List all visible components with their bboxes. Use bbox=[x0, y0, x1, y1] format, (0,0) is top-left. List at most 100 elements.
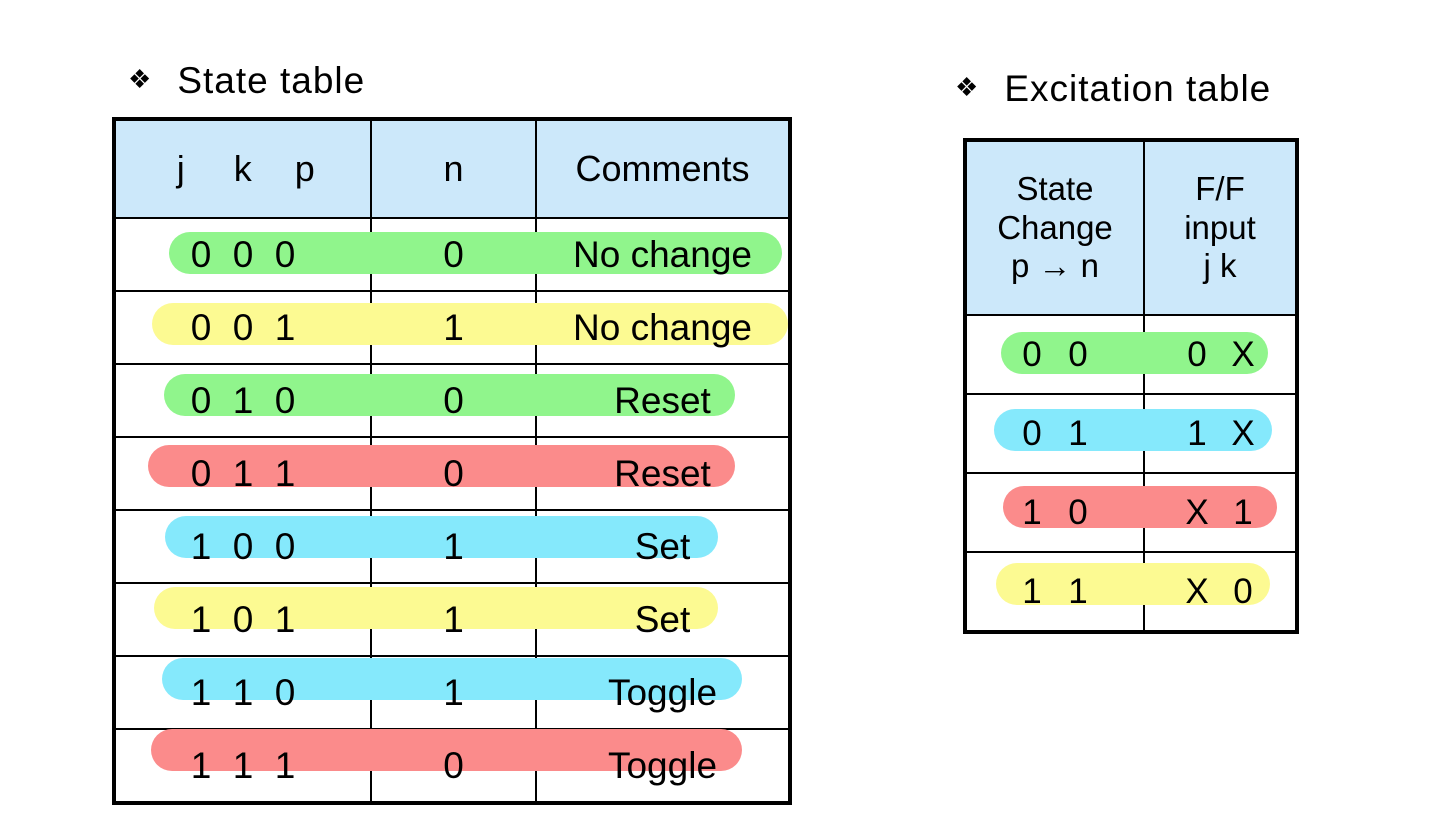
excitation-header-state: State bbox=[1016, 169, 1094, 207]
excitation-header-input: input bbox=[1184, 208, 1256, 246]
excitation-cell-j: 1 bbox=[1187, 414, 1207, 453]
state-cell-p: 1 bbox=[274, 307, 296, 348]
state-cell-p: 1 bbox=[274, 453, 296, 494]
state-cell-j: 0 bbox=[190, 453, 212, 494]
state-cell-k: 1 bbox=[232, 672, 254, 713]
excitation-cell-n: 0 bbox=[1068, 493, 1088, 532]
state-cell-comment: Toggle bbox=[535, 728, 791, 804]
state-cell-j: 1 bbox=[190, 526, 212, 567]
excitation-header-p-to-n: p → n bbox=[1010, 247, 1100, 285]
excitation-header-ff: F/F bbox=[1195, 169, 1245, 207]
excitation-cell-p: 0 bbox=[1022, 414, 1042, 453]
state-header-j: j bbox=[176, 148, 186, 189]
state-cell-comment: Reset bbox=[535, 363, 791, 438]
diamond-bullet-icon: ❖ bbox=[955, 71, 979, 102]
state-cell-comment: No change bbox=[535, 290, 791, 365]
state-cell-n: 0 bbox=[370, 363, 537, 438]
excitation-header-ff-input: F/F input j k bbox=[1143, 139, 1298, 316]
state-cell-j: 1 bbox=[190, 745, 212, 786]
state-table-heading: ❖ State table bbox=[128, 62, 365, 99]
state-cell-k: 0 bbox=[232, 599, 254, 640]
state-cell-j: 0 bbox=[190, 307, 212, 348]
state-cell-k: 1 bbox=[232, 745, 254, 786]
state-cell-n: 1 bbox=[370, 655, 537, 730]
excitation-cell-k: 1 bbox=[1233, 493, 1253, 532]
state-cell-comment: Set bbox=[535, 509, 791, 584]
state-cell-comment: Set bbox=[535, 582, 791, 657]
state-header-comments: Comments bbox=[535, 118, 791, 219]
state-cell-j: 1 bbox=[190, 599, 212, 640]
state-cell-p: 0 bbox=[274, 526, 296, 567]
state-cell-n: 0 bbox=[370, 217, 537, 292]
state-cell-comment: Reset bbox=[535, 436, 791, 511]
state-cell-n: 0 bbox=[370, 436, 537, 511]
excitation-table-header-row: State Change p → n F/F input j k bbox=[964, 139, 1298, 316]
state-header-p: p bbox=[294, 148, 316, 189]
state-cell-j: 0 bbox=[190, 380, 212, 421]
excitation-cell-k: 0 bbox=[1233, 572, 1253, 611]
excitation-cell-j: X bbox=[1185, 572, 1209, 611]
state-cell-n: 0 bbox=[370, 728, 537, 804]
state-cell-p: 0 bbox=[274, 380, 296, 421]
state-cell-k: 0 bbox=[232, 307, 254, 348]
state-cell-comment: No change bbox=[535, 217, 791, 292]
excitation-cell-k: X bbox=[1231, 414, 1255, 453]
excitation-table-heading-label: Excitation table bbox=[1004, 68, 1272, 109]
excitation-cell-n: 1 bbox=[1068, 414, 1088, 453]
state-table-heading-label: State table bbox=[177, 60, 366, 101]
state-cell-k: 1 bbox=[232, 453, 254, 494]
state-cell-p: 1 bbox=[274, 745, 296, 786]
state-cell-comment: Toggle bbox=[535, 655, 791, 730]
state-cell-k: 0 bbox=[232, 234, 254, 275]
excitation-header-state-change: State Change p → n bbox=[964, 139, 1145, 316]
excitation-cell-n: 0 bbox=[1068, 335, 1088, 374]
state-cell-p: 1 bbox=[274, 599, 296, 640]
state-cell-n: 1 bbox=[370, 290, 537, 365]
excitation-cell-n: 1 bbox=[1068, 572, 1088, 611]
state-cell-p: 0 bbox=[274, 234, 296, 275]
excitation-header-change: Change bbox=[997, 208, 1113, 246]
state-header-n: n bbox=[370, 118, 537, 219]
excitation-header-jk: j k bbox=[1203, 247, 1237, 285]
diamond-bullet-icon: ❖ bbox=[128, 63, 152, 94]
excitation-table-heading: ❖ Excitation table bbox=[955, 70, 1271, 107]
excitation-cell-p: 1 bbox=[1022, 493, 1042, 532]
excitation-cell-j: 0 bbox=[1187, 335, 1207, 374]
state-cell-j: 0 bbox=[190, 234, 212, 275]
excitation-cell-p: 1 bbox=[1022, 572, 1042, 611]
state-cell-p: 0 bbox=[274, 672, 296, 713]
state-cell-j: 1 bbox=[190, 672, 212, 713]
state-cell-n: 1 bbox=[370, 582, 537, 657]
state-header-n-label: n bbox=[443, 148, 464, 189]
excitation-cell-p: 0 bbox=[1022, 335, 1042, 374]
